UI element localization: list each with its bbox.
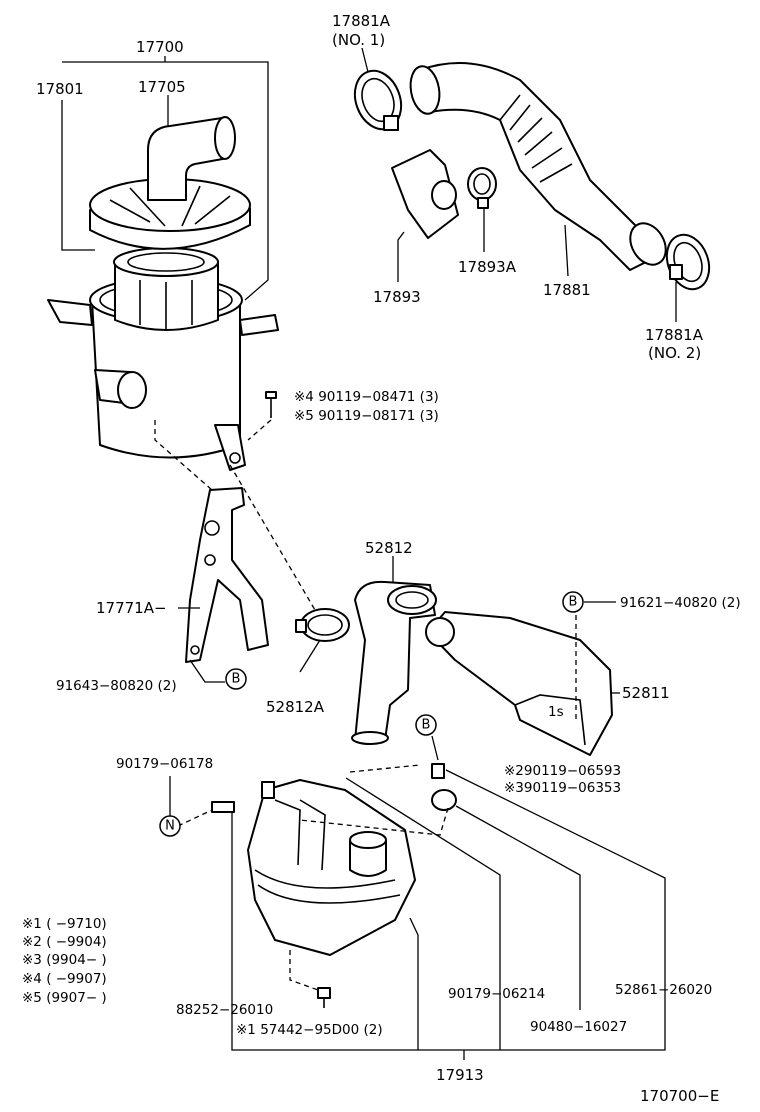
note-1: ※1 ( −9710) — [22, 916, 107, 932]
svg-text:1s: 1s — [548, 704, 564, 720]
label-90179-06178: 90179−06178 — [116, 756, 213, 772]
guide-line-2 — [229, 464, 316, 611]
svg-text:B: B — [422, 718, 431, 733]
label-52811: 52811 — [622, 684, 670, 702]
label-52861: 52861−26020 — [615, 982, 712, 998]
label-52812a: 52812A — [266, 698, 325, 716]
note-5: ※5 (9907− ) — [22, 990, 107, 1006]
label-17881: 17881 — [543, 281, 591, 299]
label-17881a-bot: 17881A — [645, 326, 704, 344]
label-17881a-top: 17881A — [332, 12, 391, 30]
label-90119-06593: ※290119−06593 — [504, 763, 621, 779]
label-17801: 17801 — [36, 80, 84, 98]
label-57442: ※1 57442−95D00 (2) — [236, 1022, 383, 1038]
label-17881a-top-no: (NO. 1) — [332, 31, 385, 49]
note-4: ※4 ( −9907) — [22, 971, 107, 987]
label-bolt-5: ※5 90119−08171 (3) — [294, 408, 439, 424]
air-cleaner-assembly — [47, 56, 279, 471]
label-17893a: 17893A — [458, 258, 517, 276]
label-bolt-4: ※4 90119−08471 (3) — [294, 389, 439, 405]
svg-text:N: N — [165, 819, 175, 834]
lead-lines-bottom — [231, 769, 666, 1060]
clamp-52812a — [295, 608, 350, 673]
figure-code: 170700−E — [640, 1087, 719, 1105]
label-17771a: 17771A− — [96, 599, 167, 617]
label-17893: 17893 — [373, 288, 421, 306]
label-90119-06353: ※390119−06353 — [504, 780, 621, 796]
callout-n: N — [159, 815, 181, 837]
label-17881a-bot-no: (NO. 2) — [648, 344, 701, 362]
guide-line-1 — [154, 420, 213, 491]
duct-52811: 1s — [425, 611, 620, 756]
callout-b-left: B — [225, 668, 247, 690]
grommets — [299, 735, 457, 836]
reservoir-17913 — [169, 776, 416, 1008]
bolts — [247, 391, 277, 441]
label-52812: 52812 — [365, 539, 413, 557]
label-90480: 90480−16027 — [530, 1019, 627, 1035]
label-88252: 88252−26010 — [176, 1002, 273, 1018]
intake-hose-assembly — [353, 47, 711, 322]
svg-text:B: B — [232, 672, 241, 687]
label-17705: 17705 — [138, 78, 186, 96]
svg-text:B: B — [569, 595, 578, 610]
bracket-17771a — [178, 487, 269, 683]
duct-52812 — [351, 556, 437, 745]
note-3: ※3 (9904− ) — [22, 952, 107, 968]
label-91621: 91621−40820 (2) — [620, 595, 741, 611]
label-91643: 91643−80820 (2) — [56, 678, 177, 694]
callout-b-top: B — [562, 591, 616, 613]
label-17700: 17700 — [136, 38, 184, 56]
callout-b-mid: B — [415, 714, 437, 736]
note-2: ※2 ( −9904) — [22, 934, 107, 950]
label-17913: 17913 — [436, 1066, 484, 1084]
label-90179-06214: 90179−06214 — [448, 986, 545, 1002]
